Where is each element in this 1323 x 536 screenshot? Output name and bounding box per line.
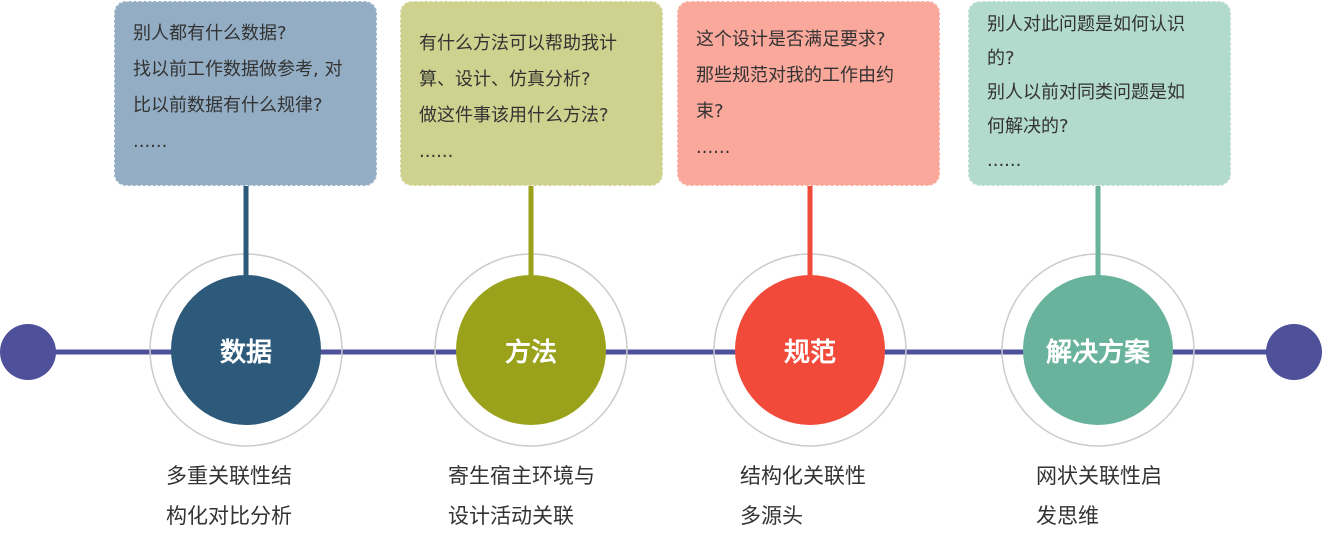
bubble-line: 别人以前对同类问题是如 — [987, 82, 1185, 103]
bubble-line: 那些规范对我的工作由约 — [696, 65, 894, 86]
question-bubble-solution: 别人对此问题是如何认识 的? 别人以前对同类问题是如 何解决的? ...... — [968, 1, 1231, 186]
endpoint-right — [1266, 324, 1322, 380]
bubble-line: 的? — [987, 48, 1015, 69]
bubble-line: ...... — [419, 141, 454, 162]
bubble-line: ...... — [696, 137, 731, 158]
step-label: 规范 — [783, 337, 836, 368]
step-label: 方法 — [504, 337, 557, 368]
bubble-line: 比以前数据有什么规律? — [133, 95, 323, 116]
bubble-line: 有什么方法可以帮助我计 — [419, 33, 617, 54]
bubble-line: ...... — [987, 150, 1022, 171]
caption-line: 多重关联性结 — [166, 464, 292, 488]
step-node-solution: 解决方案 — [1023, 275, 1173, 425]
question-bubble-spec: 这个设计是否满足要求? 那些规范对我的工作由约 束? ...... — [677, 1, 940, 186]
bubble-line: ...... — [133, 131, 168, 152]
caption-line: 构化对比分析 — [166, 504, 292, 528]
question-bubble-data: 别人都有什么数据? 找以前工作数据做参考, 对 比以前数据有什么规律? ....… — [114, 1, 377, 186]
step-node-method: 方法 — [456, 275, 606, 425]
caption-line: 多源头 — [740, 504, 803, 528]
question-bubble-method: 有什么方法可以帮助我计 算、设计、仿真分析? 做这件事该用什么方法? .....… — [400, 1, 663, 186]
step-caption-data: 多重关联性结 构化对比分析 — [166, 456, 292, 536]
bubble-line: 何解决的? — [987, 116, 1069, 137]
bubble-line: 做这件事该用什么方法? — [419, 105, 609, 126]
step-caption-method: 寄生宿主环境与 设计活动关联 — [448, 456, 595, 536]
step-node-data: 数据 — [171, 275, 321, 425]
bubble-line: 别人对此问题是如何认识 — [987, 14, 1185, 35]
caption-line: 结构化关联性 — [740, 464, 866, 488]
bubble-line: 找以前工作数据做参考, 对 — [133, 59, 343, 80]
caption-line: 寄生宿主环境与 — [448, 464, 595, 488]
endpoint-left — [0, 324, 56, 380]
bubble-line: 别人都有什么数据? — [133, 23, 287, 44]
caption-line: 发思维 — [1036, 504, 1099, 528]
step-caption-solution: 网状关联性启 发思维 — [1036, 456, 1162, 536]
bubble-line: 这个设计是否满足要求? — [696, 29, 886, 50]
bubble-line: 束? — [696, 101, 724, 122]
bubble-line: 算、设计、仿真分析? — [419, 69, 591, 90]
step-label: 数据 — [219, 337, 272, 368]
step-caption-spec: 结构化关联性 多源头 — [740, 456, 866, 536]
caption-line: 设计活动关联 — [448, 504, 574, 528]
step-label: 解决方案 — [1045, 337, 1150, 368]
step-node-spec: 规范 — [735, 275, 885, 425]
caption-line: 网状关联性启 — [1036, 464, 1162, 488]
